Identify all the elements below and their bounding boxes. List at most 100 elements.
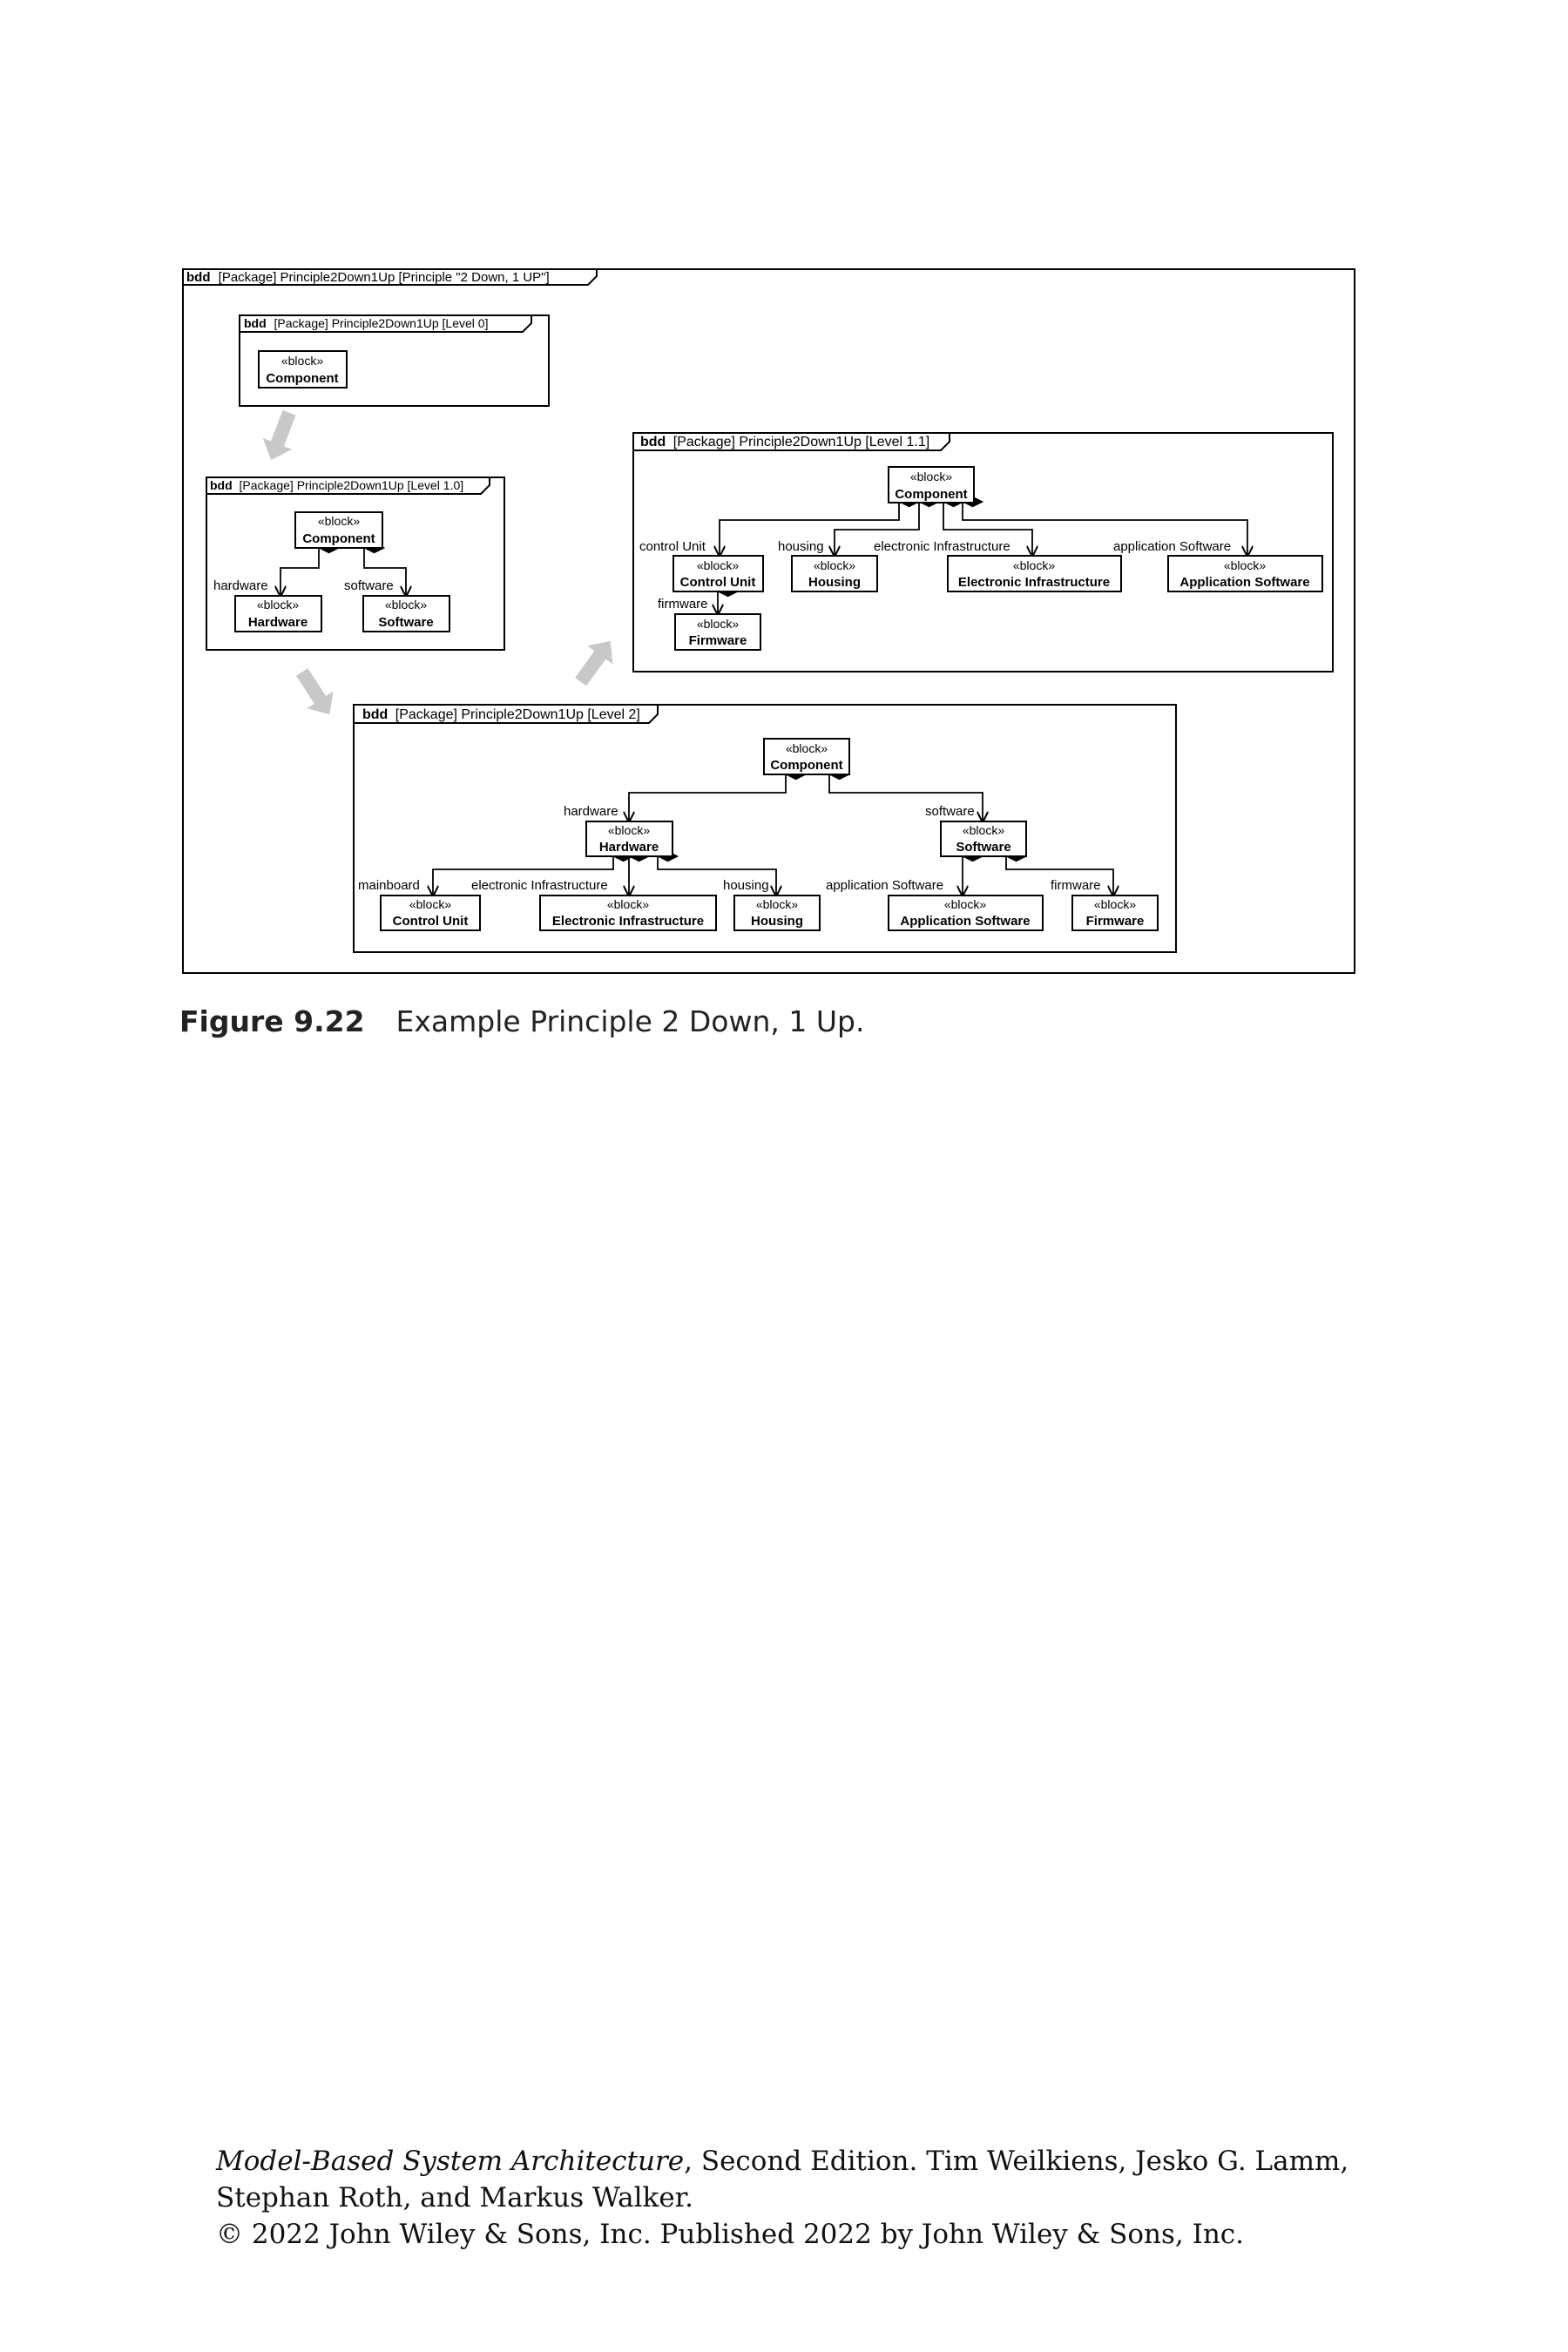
svg-text:bdd [Package] Principle2: bdd [Package] Principle2Down1Up [Level 1… — [640, 435, 929, 449]
role-application-software: application Software — [826, 878, 943, 893]
figure-number: Figure 9.22 — [179, 1004, 365, 1038]
figure-title: Example Principle 2 Down, 1 Up. — [395, 1004, 865, 1038]
block-software[interactable]: «block» Software — [362, 595, 450, 632]
frame-kind: bdd — [186, 270, 211, 285]
block-name: Electronic Infrastructure — [552, 914, 704, 929]
block-housing[interactable]: «block» Housing — [733, 895, 821, 931]
block-electronic-infrastructure[interactable]: «block» Electronic Infrastructure — [539, 895, 717, 931]
block-component[interactable]: «block» Component — [294, 511, 383, 549]
block-component[interactable]: «block» Component — [763, 738, 850, 775]
block-stereotype: «block» — [608, 823, 650, 837]
block-application-software[interactable]: «block» Application Software — [1167, 555, 1323, 592]
block-stereotype: «block» — [1094, 897, 1136, 911]
block-housing[interactable]: «block» Housing — [791, 555, 878, 592]
block-name: Firmware — [689, 633, 747, 648]
role-housing: housing — [778, 539, 824, 554]
role-software: software — [344, 578, 394, 593]
role-housing: housing — [723, 878, 769, 893]
block-name: Application Software — [900, 914, 1030, 929]
frame-label: [Package] Principle2Down1Up [Level 1.1] — [673, 435, 929, 449]
block-software[interactable]: «block» Software — [940, 821, 1027, 857]
block-stereotype: «block» — [607, 897, 649, 911]
block-stereotype: «block» — [814, 558, 855, 572]
credits-line-2: Stephan Roth, and Markus Walker. — [216, 2182, 693, 2213]
role-application-software: application Software — [1113, 539, 1231, 554]
block-name: Hardware — [248, 615, 308, 630]
outer-frame: bdd [Package] Principle2Down1Up [Princip… — [182, 268, 1355, 974]
block-stereotype: «block» — [963, 823, 1004, 837]
frame-label: [Package] Principle2Down1Up [Level 0] — [274, 316, 489, 330]
block-component[interactable]: «block» Component — [888, 466, 975, 504]
block-electronic-infrastructure[interactable]: «block» Electronic Infrastructure — [947, 555, 1122, 592]
frame-kind: bdd — [244, 316, 267, 330]
block-control-unit[interactable]: «block» Control Unit — [380, 895, 481, 931]
frame-kind: bdd — [640, 435, 666, 449]
svg-text:bdd [Package] Principle2: bdd [Package] Principle2Down1Up [Level 1… — [210, 478, 463, 492]
credits-line-1: Model-Based System Architecture, Second … — [216, 2143, 1348, 2180]
block-name: Application Software — [1179, 575, 1309, 590]
block-name: Component — [266, 371, 338, 386]
block-stereotype: «block» — [1013, 558, 1055, 572]
block-name: Control Unit — [393, 914, 469, 929]
block-name: Component — [770, 758, 842, 773]
block-firmware[interactable]: «block» Firmware — [674, 613, 761, 651]
frame-label: [Package] Principle2Down1Up [Level 1.0] — [240, 478, 464, 492]
block-name: Housing — [808, 575, 861, 590]
progression-arrow-down-2 — [296, 668, 334, 715]
block-name: Control Unit — [680, 575, 756, 590]
block-stereotype: «block» — [318, 514, 360, 528]
role-mainboard: mainboard — [358, 878, 420, 893]
block-stereotype: «block» — [1224, 558, 1266, 572]
role-firmware: firmware — [1051, 878, 1101, 893]
role-control-unit: control Unit — [639, 539, 706, 554]
figure-caption: Figure 9.22 Example Principle 2 Down, 1 U… — [179, 1004, 864, 1038]
block-component[interactable]: «block» Component — [258, 350, 348, 389]
role-hardware: hardware — [213, 578, 268, 593]
frame-kind: bdd — [210, 478, 233, 492]
block-stereotype: «block» — [281, 354, 323, 368]
frame-level-1-1: bdd [Package] Principle2Down1Up [Level 1… — [632, 432, 1334, 672]
role-firmware: firmware — [658, 597, 708, 612]
frame-label: [Package] Principle2Down1Up [Principle "… — [219, 270, 550, 285]
book-credits: Model-Based System Architecture, Second … — [216, 2143, 1348, 2253]
block-stereotype: «block» — [257, 598, 299, 612]
block-application-software[interactable]: «block» Application Software — [888, 895, 1044, 931]
frame-level-2: bdd [Package] Principle2Down1Up [Level 2… — [353, 704, 1177, 953]
block-name: Component — [302, 531, 375, 546]
block-stereotype: «block» — [756, 897, 798, 911]
credits-line-3: © 2022 John Wiley & Sons, Inc. Published… — [216, 2219, 1245, 2250]
role-hardware: hardware — [564, 804, 618, 819]
block-name: Hardware — [599, 840, 659, 855]
block-hardware[interactable]: «block» Hardware — [234, 595, 322, 632]
progression-arrow-up — [575, 640, 613, 686]
role-software: software — [925, 804, 975, 819]
svg-text:bdd [Package] Principle2: bdd [Package] Principle2Down1Up [Level 2… — [362, 707, 640, 722]
block-name: Electronic Infrastructure — [958, 575, 1110, 590]
credits-line-1-rest: , Second Edition. Tim Weilkiens, Jesko G… — [684, 2146, 1349, 2177]
block-stereotype: «block» — [385, 598, 427, 612]
role-electronic-infrastructure: electronic Infrastructure — [874, 539, 1010, 554]
block-stereotype: «block» — [697, 558, 739, 572]
role-electronic-infrastructure: electronic Infrastructure — [471, 878, 608, 893]
frame-level-1-0: bdd [Package] Principle2Down1Up [Level 1… — [206, 476, 505, 651]
block-name: Firmware — [1086, 914, 1145, 929]
block-stereotype: «block» — [786, 741, 828, 755]
block-control-unit[interactable]: «block» Control Unit — [672, 555, 764, 592]
frame-label: [Package] Principle2Down1Up [Level 2] — [395, 707, 640, 722]
block-firmware[interactable]: «block» Firmware — [1071, 895, 1159, 931]
block-stereotype: «block» — [944, 897, 986, 911]
block-stereotype: «block» — [697, 617, 739, 631]
block-name: Software — [956, 840, 1010, 855]
block-name: Housing — [751, 914, 803, 929]
block-hardware[interactable]: «block» Hardware — [585, 821, 673, 857]
block-name: Component — [895, 487, 967, 502]
frame-kind: bdd — [362, 707, 388, 722]
progression-arrow-down-1 — [262, 409, 296, 461]
svg-text:bdd [Package] Principle2: bdd [Package] Principle2Down1Up [Princip… — [186, 270, 550, 285]
book-title: Model-Based System Architecture — [216, 2146, 685, 2177]
block-stereotype: «block» — [409, 897, 451, 911]
svg-text:bdd [Package] Principle2: bdd [Package] Principle2Down1Up [Level 0… — [244, 316, 488, 330]
block-stereotype: «block» — [910, 470, 952, 483]
frame-level-0: bdd [Package] Principle2Down1Up [Level 0… — [239, 314, 550, 407]
